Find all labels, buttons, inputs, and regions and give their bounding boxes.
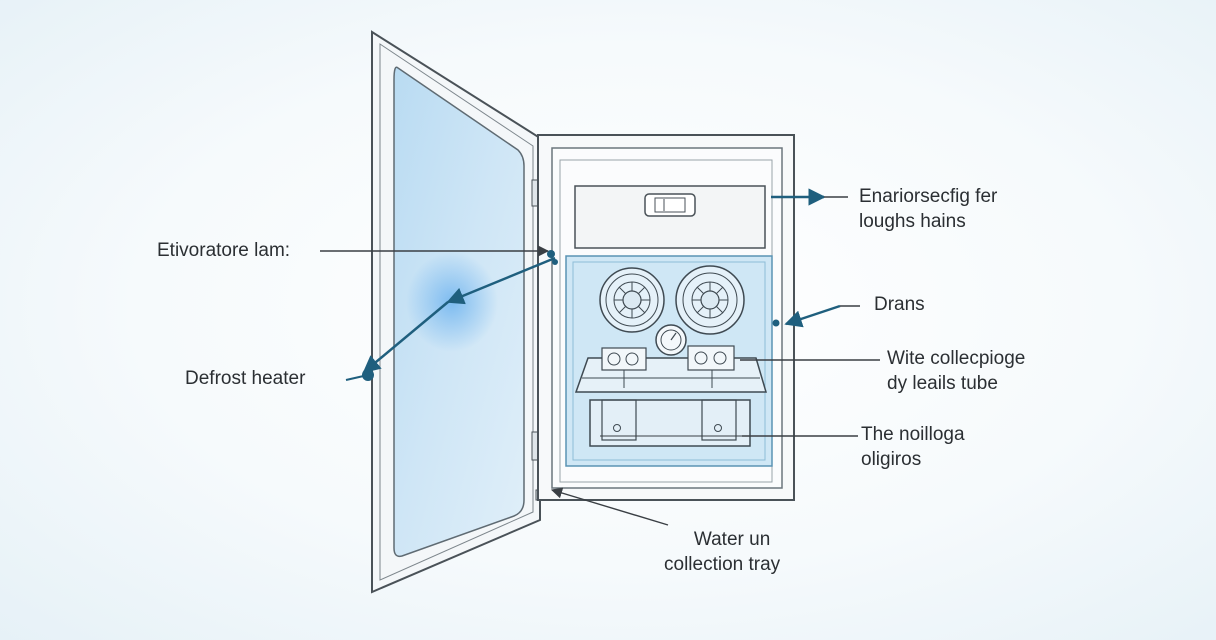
label-top-right-line2: loughs hains	[859, 211, 966, 232]
control-unit	[574, 185, 766, 249]
evaporator-fan-left	[599, 267, 665, 333]
label-defrost-heater: Defrost heater	[185, 368, 306, 389]
label-right-bottom-line1: The noilloga	[861, 424, 965, 445]
label-drains: Drans	[874, 294, 925, 315]
label-collection-tube-line2: dy leails tube	[887, 373, 998, 394]
label-water-tray-line1: Water un	[693, 529, 771, 550]
label-water-tray-line2: collection tray	[664, 554, 781, 575]
heater-marker	[362, 369, 374, 381]
drain-marker	[547, 250, 780, 327]
leader-lines	[320, 196, 880, 526]
label-evaporator-fan: Etivoratore lam:	[157, 240, 291, 261]
drain-collection-box	[589, 399, 751, 447]
label-right-bottom-line2: oligiros	[861, 449, 922, 470]
label-top-right-line1: Enariorsecfig fer	[859, 186, 998, 207]
label-collection-tube: Wite collecpioge dy leails tube	[887, 346, 1025, 396]
label-right-bottom: The noilloga oligiros	[861, 422, 965, 472]
open-door	[371, 30, 541, 594]
evaporator-fan-right	[675, 265, 745, 335]
component-tray	[574, 345, 768, 393]
label-water-tray: Water un collection tray	[664, 527, 780, 577]
label-collection-tube-line1: Wite collecpioge	[887, 348, 1026, 369]
thermostat-gauge	[655, 324, 687, 356]
label-top-right: Enariorsecfig fer loughs hains	[859, 184, 997, 234]
